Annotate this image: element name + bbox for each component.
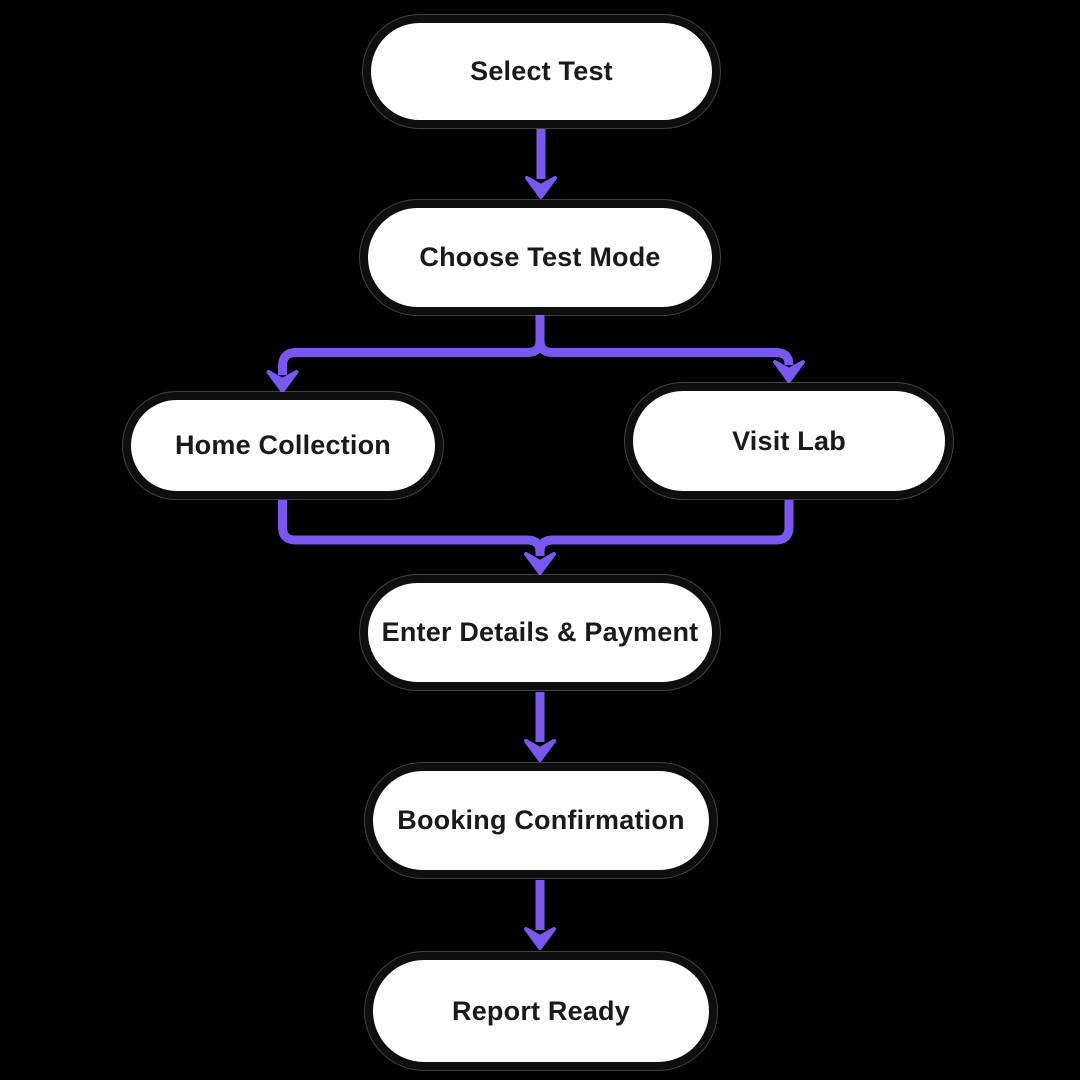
node-label: Visit Lab [732,425,846,456]
edge-choose-to-home-collection [266,315,545,393]
edge-home-collection-to-details [278,500,545,556]
edge-booking-to-report [524,880,556,950]
node-label: Report Ready [452,995,630,1026]
edge-choose-to-visit-lab [535,315,805,383]
arrowhead-icon [524,552,556,575]
edge-details-to-booking [524,692,556,762]
node-home-collection: Home Collection [123,392,443,499]
arrowhead-icon [773,360,805,383]
node-label: Choose Test Mode [419,242,661,272]
arrowhead-icon [266,370,299,393]
node-choose-test-mode: Choose Test Mode [360,200,720,315]
node-select-test: Select Test [363,15,720,128]
edge-visit-lab-to-details [524,500,794,575]
arrowhead-icon [524,739,556,762]
node-visit-lab: Visit Lab [625,383,953,499]
node-label: Booking Confirmation [397,805,685,835]
node-label: Select Test [470,56,613,86]
arrowhead-icon [524,927,556,950]
node-booking-confirmation: Booking Confirmation [365,763,717,878]
node-enter-details-payment: Enter Details & Payment [360,575,720,690]
node-label: Enter Details & Payment [381,617,699,647]
node-label: Home Collection [174,430,392,460]
node-report-ready: Report Ready [365,952,717,1070]
edge-select-to-choose [525,129,557,199]
arrowhead-icon [525,176,557,199]
